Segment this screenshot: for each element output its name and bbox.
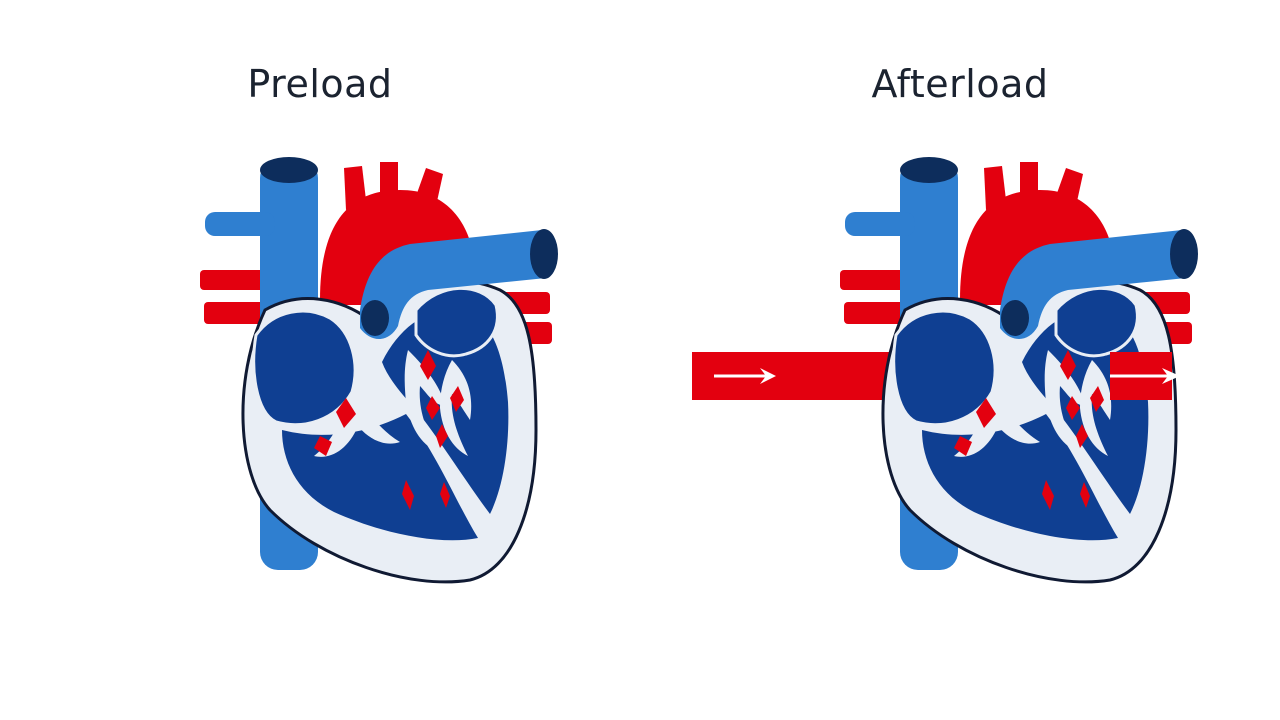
right-arrow-icon <box>714 368 776 384</box>
preload-title: Preload <box>247 62 393 106</box>
heart-cross-section-icon <box>692 155 1200 584</box>
afterload-panel: Afterload <box>640 0 1280 720</box>
right-arrow-icon <box>1110 368 1180 384</box>
heart-cross-section-icon <box>198 155 560 584</box>
afterload-title: Afterload <box>871 62 1049 106</box>
preload-panel: Preload <box>198 62 560 584</box>
